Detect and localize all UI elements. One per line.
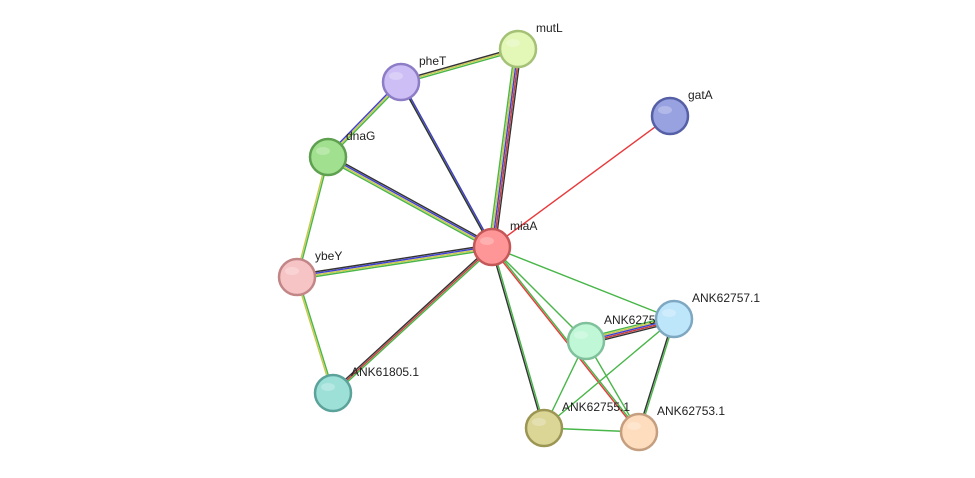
node-label: mutL <box>536 21 563 35</box>
node-highlight <box>389 72 403 80</box>
node-ANK61805.1[interactable]: ANK61805.1 <box>313 365 419 413</box>
edge-evidence-line <box>491 246 675 320</box>
node-circle[interactable] <box>566 321 606 361</box>
node-circle[interactable] <box>498 29 538 69</box>
node-circle[interactable] <box>650 96 690 136</box>
edge-miaA-gatA[interactable] <box>491 115 671 248</box>
node-label: ANK62755.1 <box>562 400 630 414</box>
edge-evidence-line <box>639 319 676 433</box>
node-dnaG[interactable]: dnaG <box>308 129 375 177</box>
edge-ybeY-ANK61805.1[interactable] <box>295 276 335 394</box>
edge-evidence-line <box>326 158 492 250</box>
edge-miaA-dnaG[interactable] <box>326 154 494 250</box>
node-pheT[interactable]: pheT <box>381 54 447 102</box>
node-label: ybeY <box>315 249 342 263</box>
edge-evidence-line <box>494 49 522 248</box>
node-label: ANK62757.1 <box>692 291 760 305</box>
nodes-layer: miaAmutLpheTdnaGgatAybeYANK61805.1ANK627… <box>277 21 760 452</box>
node-mutL[interactable]: mutL <box>498 21 563 69</box>
edge-evidence-line <box>399 82 492 248</box>
edge-evidence-line <box>401 49 519 85</box>
node-highlight <box>627 422 641 430</box>
edge-evidence-line <box>297 248 493 281</box>
edge-evidence-line <box>296 243 492 276</box>
edge-evidence-line <box>488 48 516 247</box>
edge-evidence-line <box>543 318 675 429</box>
edge-evidence-line <box>297 157 330 278</box>
edge-evidence-line <box>333 247 494 395</box>
edge-evidence-line <box>637 318 674 432</box>
node-label: pheT <box>419 54 447 68</box>
node-highlight <box>321 383 335 391</box>
edge-evidence-line <box>492 246 641 432</box>
edge-evidence-line <box>400 48 519 83</box>
edge-miaA-ANK62755.1[interactable] <box>490 246 546 429</box>
node-ANK62755.1[interactable]: ANK62755.1 <box>524 400 630 448</box>
edge-miaA-mutL[interactable] <box>488 48 522 248</box>
edge-evidence-line <box>401 81 494 247</box>
edge-evidence-line <box>400 46 518 82</box>
edge-mutL-pheT[interactable] <box>400 46 519 85</box>
edge-evidence-line <box>490 247 639 433</box>
node-label: ANK62753.1 <box>657 404 725 418</box>
node-ANK62757.1[interactable]: ANK62757.1 <box>654 291 760 339</box>
edge-pheT-miaA[interactable] <box>399 81 494 248</box>
edge-evidence-line <box>491 246 587 342</box>
edge-evidence-line <box>295 277 333 394</box>
edge-evidence-line <box>295 156 328 277</box>
node-miaA[interactable]: miaA <box>472 219 537 267</box>
edge-evidence-line <box>492 246 546 428</box>
node-circle[interactable] <box>308 137 348 177</box>
node-circle[interactable] <box>524 408 564 448</box>
edge-evidence-line <box>489 48 518 247</box>
edge-evidence-line <box>490 247 544 429</box>
node-highlight <box>480 237 494 245</box>
node-highlight <box>574 331 588 339</box>
edge-evidence-line <box>492 49 521 248</box>
node-gatA[interactable]: gatA <box>650 88 713 136</box>
edge-ANK62757.1-ANK62755.1[interactable] <box>543 318 675 429</box>
node-highlight <box>316 147 330 155</box>
node-label: miaA <box>510 219 537 233</box>
edge-miaA-ANK62756[interactable] <box>491 246 587 342</box>
edge-evidence-line <box>332 246 493 394</box>
node-label: gatA <box>688 88 713 102</box>
edge-evidence-line <box>297 247 493 279</box>
node-circle[interactable] <box>654 299 694 339</box>
edge-evidence-line <box>328 155 493 247</box>
node-circle[interactable] <box>472 227 512 267</box>
node-ybeY[interactable]: ybeY <box>277 249 342 297</box>
node-label: ANK61805.1 <box>351 365 419 379</box>
edge-evidence-line <box>491 48 519 248</box>
node-circle[interactable] <box>313 373 353 413</box>
edge-miaA-ANK62753.1[interactable] <box>490 246 641 433</box>
edge-dnaG-ybeY[interactable] <box>295 156 330 278</box>
node-label: ANK6275 <box>604 313 656 327</box>
edge-miaA-ANK62757.1[interactable] <box>491 246 675 320</box>
node-highlight <box>662 309 676 317</box>
node-ANK62753.1[interactable]: ANK62753.1 <box>619 404 725 452</box>
node-ANK62756[interactable]: ANK6275 <box>566 313 656 361</box>
node-label: dnaG <box>346 129 375 143</box>
edge-evidence-line <box>331 245 492 393</box>
node-circle[interactable] <box>277 257 317 297</box>
node-circle[interactable] <box>381 62 421 102</box>
node-highlight <box>506 39 520 47</box>
node-highlight <box>285 267 299 275</box>
edge-miaA-ANK61805.1[interactable] <box>331 245 494 395</box>
node-highlight <box>658 106 672 114</box>
node-highlight <box>532 418 546 426</box>
edge-miaA-ybeY[interactable] <box>296 243 493 281</box>
edge-evidence-line <box>327 157 492 249</box>
edge-evidence-line <box>491 115 671 248</box>
edge-ANK62757.1-ANK62753.1[interactable] <box>637 318 676 433</box>
node-circle[interactable] <box>619 412 659 452</box>
edge-evidence-line <box>297 276 335 393</box>
edge-evidence-line <box>328 154 494 246</box>
edge-evidence-line <box>296 245 492 277</box>
